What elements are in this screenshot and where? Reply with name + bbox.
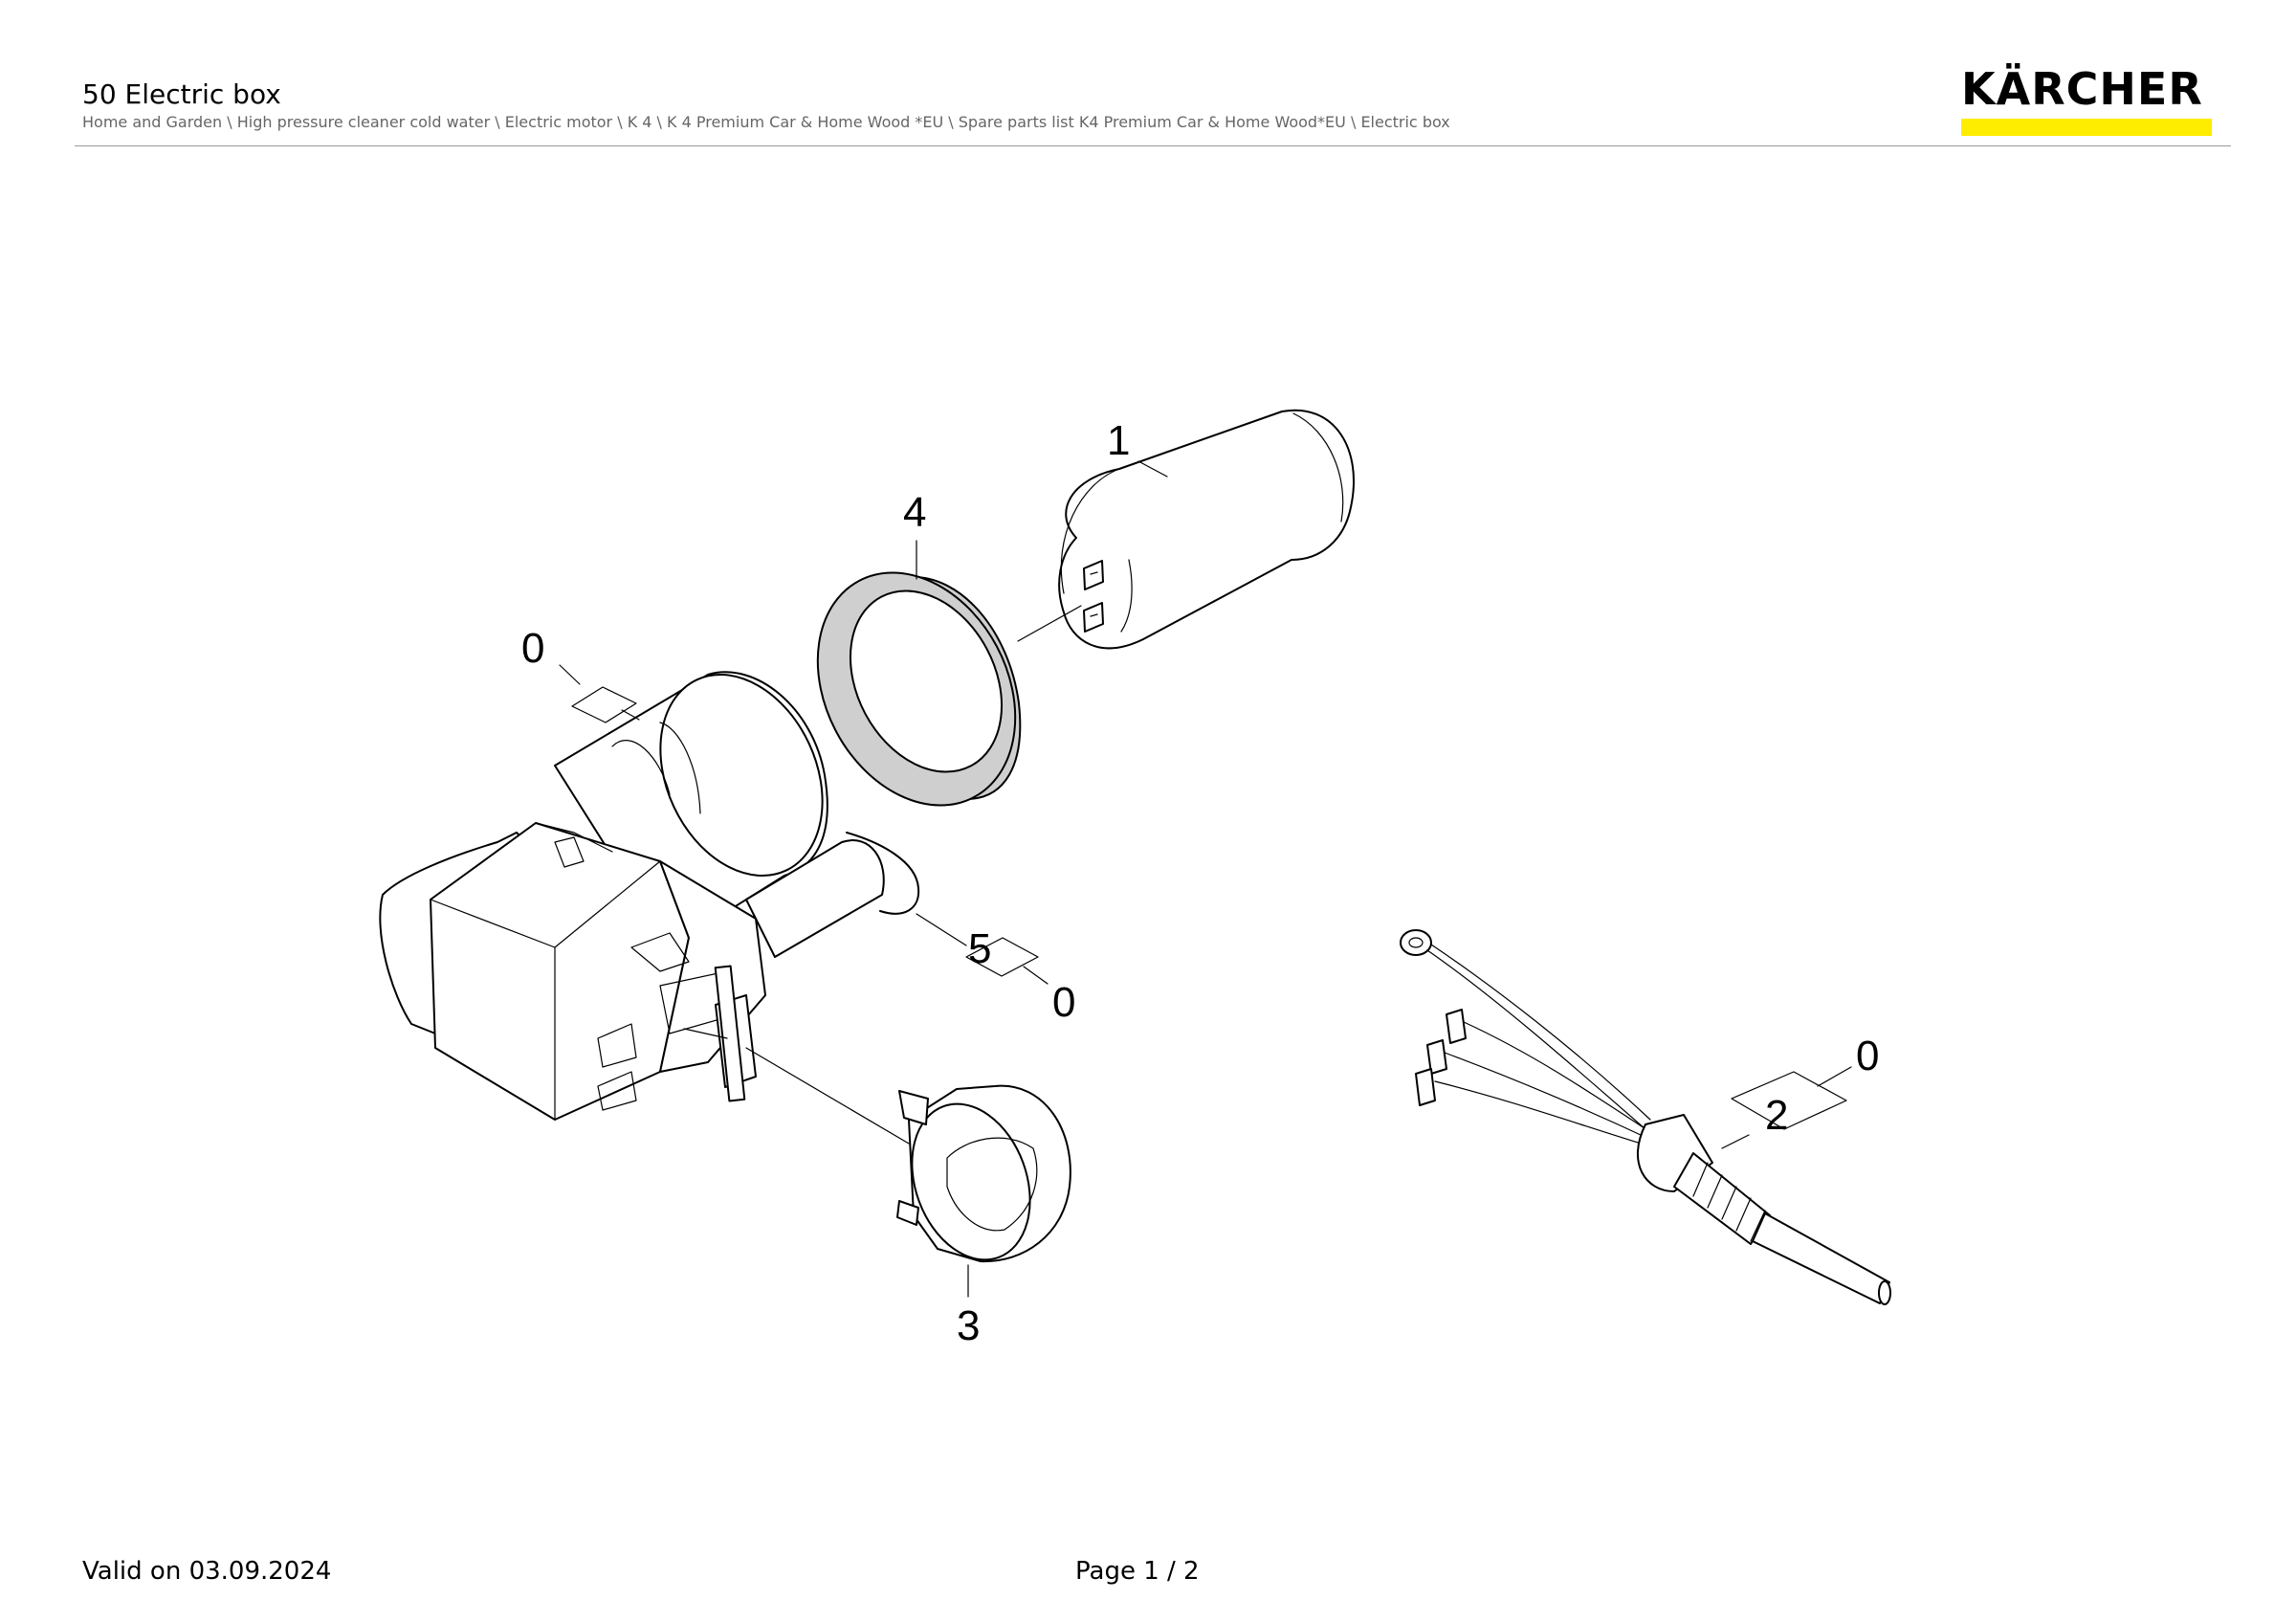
callout-3: 3: [957, 1302, 980, 1349]
karcher-logo: KÄRCHER: [1961, 65, 2212, 136]
kit-flag-mid: [965, 937, 1039, 977]
callout-0-right: 0: [1856, 1033, 1879, 1079]
callout-0-mid: 0: [1052, 979, 1075, 1026]
electric-box-assembly: [379, 671, 920, 1121]
breadcrumb: Home and Garden \ High pressure cleaner …: [82, 113, 1450, 131]
callout-2: 2: [1765, 1092, 1788, 1139]
kit-flag-top: [571, 686, 637, 723]
header-divider: [75, 145, 2231, 146]
callout-4: 4: [903, 489, 926, 536]
cable-assembly-part: [1400, 929, 1891, 1305]
logo-wordmark: KÄRCHER: [1961, 63, 2203, 115]
ring-holder-part: [816, 571, 1022, 807]
callout-5: 5: [968, 925, 991, 972]
page-number: Page 1 / 2: [1075, 1557, 1200, 1586]
valid-date: Valid on 03.09.2024: [82, 1557, 332, 1586]
callout-1: 1: [1107, 417, 1130, 464]
page-title: 50 Electric box: [82, 78, 281, 110]
logo-yellow-bar: [1961, 119, 2212, 136]
callout-0-top: 0: [521, 625, 544, 672]
capacitor-part: [1058, 409, 1355, 650]
kit-flag-right: [1731, 1071, 1847, 1130]
rotary-knob-part: [896, 1084, 1071, 1263]
